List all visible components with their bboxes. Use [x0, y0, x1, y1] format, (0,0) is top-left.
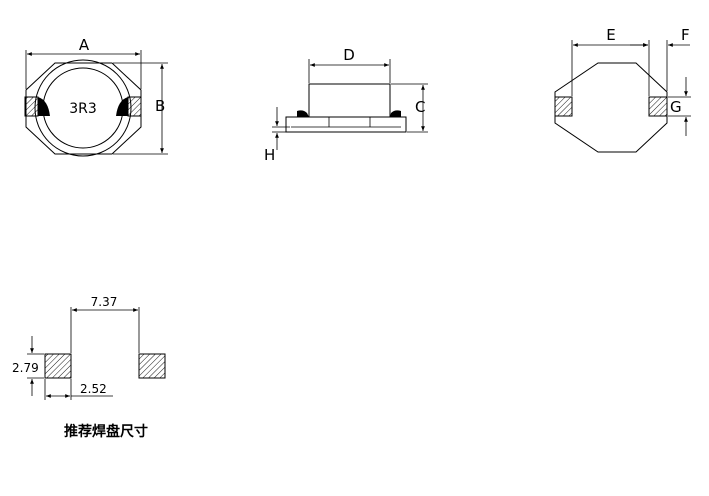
side-view-left-lead [297, 110, 309, 117]
bottom-view-right-pad [648, 96, 668, 117]
dim-e-label: E [606, 26, 615, 44]
dim-width-label: 2.52 [80, 382, 107, 396]
side-view-body [308, 83, 391, 118]
bottom-view: E F G [554, 26, 691, 153]
dim-height-label: 2.79 [12, 361, 39, 375]
dim-g-label: G [670, 98, 682, 116]
dim-f-label: F [681, 26, 690, 44]
top-view-right-terminal [127, 96, 142, 117]
dim-a-label: A [79, 36, 90, 54]
dim-b-label: B [155, 97, 165, 115]
pad-layout: 7.37 2.79 2.52 [12, 295, 166, 400]
dim-h-label: H [264, 146, 275, 164]
side-view-base [285, 116, 407, 133]
top-view: 3R3 A B [24, 36, 168, 157]
dim-spacing-label: 7.37 [91, 295, 118, 309]
pad-left [44, 353, 72, 379]
part-marking: 3R3 [69, 101, 97, 117]
side-view-right-lead [390, 110, 401, 117]
top-view-right-lead [116, 97, 128, 116]
dim-c-label: C [415, 98, 425, 116]
bottom-view-left-pad [554, 96, 573, 117]
top-view-left-terminal [24, 96, 39, 117]
side-view: D C H [264, 46, 428, 164]
top-view-left-lead [38, 97, 50, 116]
pad-layout-caption: 推荐焊盘尺寸 [64, 424, 148, 440]
pad-right [138, 353, 166, 379]
dim-d-label: D [343, 46, 355, 64]
